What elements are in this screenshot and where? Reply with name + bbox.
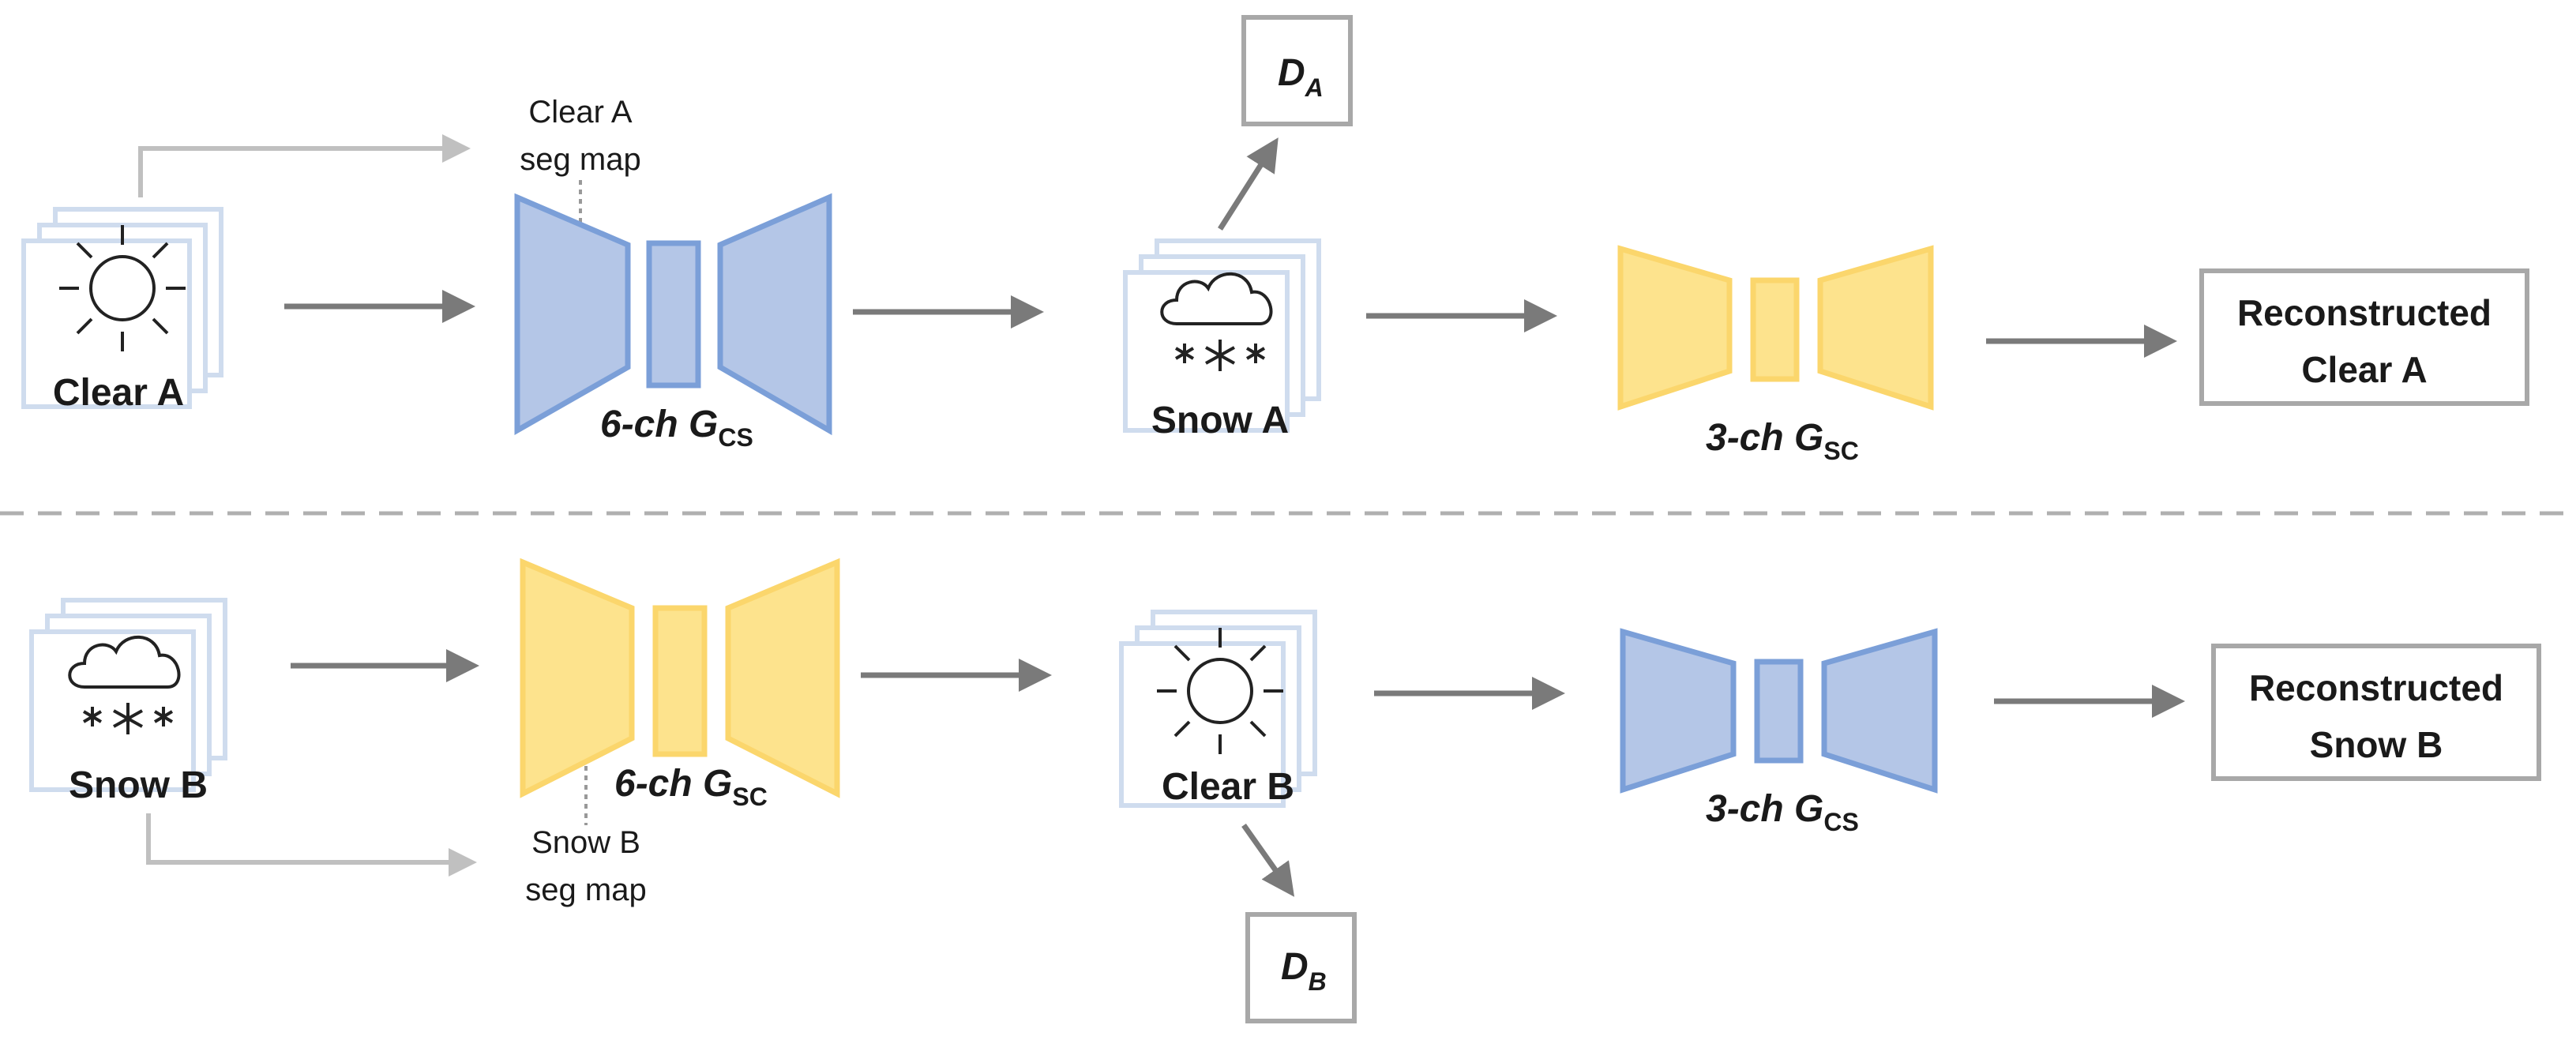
gen-3ch-gsc-label: 3-ch GSC	[1706, 417, 1859, 465]
snow-b-label: Snow B	[69, 764, 208, 806]
clear-a-image-stack	[21, 207, 223, 409]
reconstructed-snow-b-line2: Snow B	[2310, 724, 2443, 765]
snow-b-image-stack	[29, 598, 227, 792]
snow-a-image-stack	[1123, 238, 1321, 433]
generator-3ch-gsc	[1617, 245, 1934, 411]
clear-b-image-stack	[1119, 610, 1317, 808]
snow-a-label: Snow A	[1151, 400, 1289, 441]
discriminator-b-label: DB	[1281, 946, 1327, 996]
reconstructed-clear-a-box	[2199, 268, 2529, 406]
reconstructed-clear-a-line2: Clear A	[2301, 349, 2427, 390]
seg-map-label-line2: seg map	[525, 873, 646, 907]
reconstructed-snow-b-box	[2211, 644, 2541, 781]
generator-6ch-gsc	[520, 558, 840, 798]
seg-map-path-arrow	[146, 813, 477, 877]
seg-map-label-line1: Snow B	[531, 825, 640, 860]
reconstructed-snow-b-line1: Reconstructed	[2249, 667, 2503, 708]
arrow-to-discriminator-b	[1241, 823, 1295, 897]
discriminator-b-box	[1245, 912, 1357, 1023]
generator-6ch-gcs	[514, 193, 832, 436]
reconstructed-clear-a-line1: Reconstructed	[2237, 292, 2492, 333]
clear-b-label: Clear B	[1162, 766, 1294, 808]
discriminator-a-box	[1241, 15, 1353, 126]
gen-6ch-gcs-label: 6-ch GCS	[600, 404, 753, 452]
arrow-to-discriminator-a	[1218, 137, 1279, 231]
seg-map-label-line1: Clear A	[528, 95, 632, 130]
discriminator-a-label: DA	[1278, 52, 1324, 102]
gen-3ch-gcs-label: 3-ch GCS	[1706, 788, 1859, 836]
generator-3ch-gcs	[1620, 628, 1938, 794]
seg-map-path-arrow	[138, 134, 471, 197]
gen-6ch-gsc-label: 6-ch GSC	[614, 763, 768, 811]
clear-a-label: Clear A	[53, 372, 184, 414]
seg-map-label-line2: seg map	[520, 142, 640, 177]
